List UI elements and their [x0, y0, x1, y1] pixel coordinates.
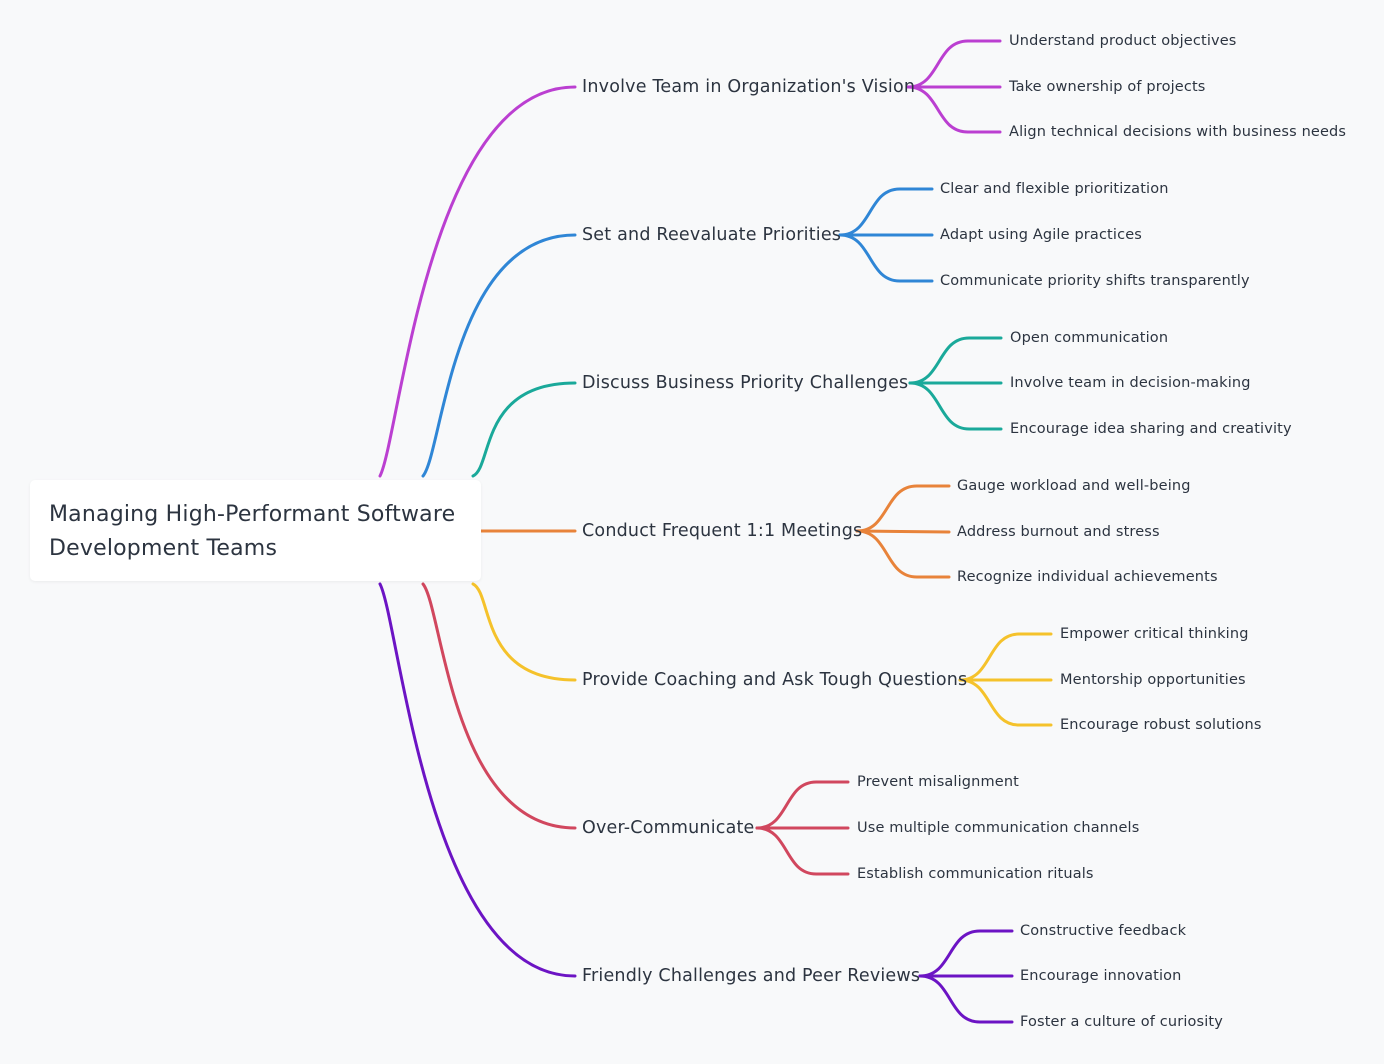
leaf-topic[interactable]: Open communication	[1010, 330, 1169, 346]
branch-to-leaf-connector	[855, 484, 951, 533]
leaf-topic[interactable]: Establish communication rituals	[857, 866, 1094, 882]
leaf-topic[interactable]: Use multiple communication channels	[857, 820, 1140, 836]
leaf-topic[interactable]: Understand product objectives	[1009, 33, 1237, 49]
leaf-topic[interactable]: Gauge workload and well-being	[957, 478, 1191, 494]
branch-topic-priorities[interactable]: Set and Reevaluate Priorities	[582, 225, 842, 245]
root-to-branch-connector	[421, 233, 577, 478]
root-to-branch-connector	[471, 582, 577, 682]
root-to-branch-connector	[378, 582, 577, 978]
branch-topic-vision[interactable]: Involve Team in Organization's Vision	[582, 77, 916, 97]
leaf-topic[interactable]: Empower critical thinking	[1060, 626, 1249, 642]
branch-topic-coaching[interactable]: Provide Coaching and Ask Tough Questions	[582, 670, 968, 690]
branch-to-leaf-connector	[908, 336, 1003, 385]
root-to-branch-connector	[421, 582, 577, 830]
branch-to-leaf-connector	[838, 187, 934, 237]
leaf-topic[interactable]: Address burnout and stress	[957, 524, 1160, 540]
leaf-topic[interactable]: Align technical decisions with business …	[1009, 124, 1347, 140]
branch-to-leaf-connector	[958, 678, 1053, 727]
branch-to-leaf-connector	[838, 233, 934, 283]
leaf-topic[interactable]: Clear and flexible prioritization	[940, 181, 1169, 197]
branch-to-leaf-connector	[906, 39, 1002, 89]
leaf-topic[interactable]: Encourage robust solutions	[1060, 717, 1262, 733]
branch-topic-over-communicate[interactable]: Over-Communicate	[582, 818, 755, 838]
leaf-topic[interactable]: Encourage idea sharing and creativity	[1010, 421, 1292, 437]
root-to-branch-connector	[471, 381, 577, 478]
leaf-topic[interactable]: Mentorship opportunities	[1060, 672, 1246, 688]
branch-to-leaf-connector	[908, 381, 1003, 431]
branch-to-leaf-connector	[755, 780, 850, 830]
branch-to-leaf-connector	[855, 529, 951, 579]
branch-topic-peer-reviews[interactable]: Friendly Challenges and Peer Reviews	[582, 966, 921, 986]
branch-to-leaf-connector	[958, 632, 1053, 682]
leaf-topic[interactable]: Take ownership of projects	[1009, 79, 1206, 95]
root-topic-label: Managing High-Performant Software Develo…	[49, 502, 456, 561]
leaf-topic[interactable]: Communicate priority shifts transparentl…	[940, 273, 1250, 289]
branch-to-leaf-connector	[755, 826, 850, 876]
root-to-branch-connector	[378, 85, 577, 478]
branch-to-leaf-connector	[855, 529, 951, 534]
branch-topic-one-on-ones[interactable]: Conduct Frequent 1:1 Meetings	[582, 521, 863, 541]
leaf-topic[interactable]: Prevent misalignment	[857, 774, 1020, 790]
leaf-topic[interactable]: Involve team in decision-making	[1010, 375, 1251, 391]
leaf-topic[interactable]: Adapt using Agile practices	[940, 227, 1142, 243]
leaf-topic[interactable]: Encourage innovation	[1020, 968, 1182, 984]
leaf-topic[interactable]: Recognize individual achievements	[957, 569, 1218, 585]
leaf-topic[interactable]: Foster a culture of curiosity	[1020, 1014, 1223, 1030]
branch-to-leaf-connector	[918, 929, 1014, 978]
branch-to-leaf-connector	[906, 85, 1002, 134]
branch-topic-business-challenges[interactable]: Discuss Business Priority Challenges	[582, 373, 909, 393]
root-topic[interactable]: Managing High-Performant Software Develo…	[30, 480, 481, 581]
leaf-topic[interactable]: Constructive feedback	[1020, 923, 1187, 939]
branch-to-leaf-connector	[918, 974, 1014, 1024]
